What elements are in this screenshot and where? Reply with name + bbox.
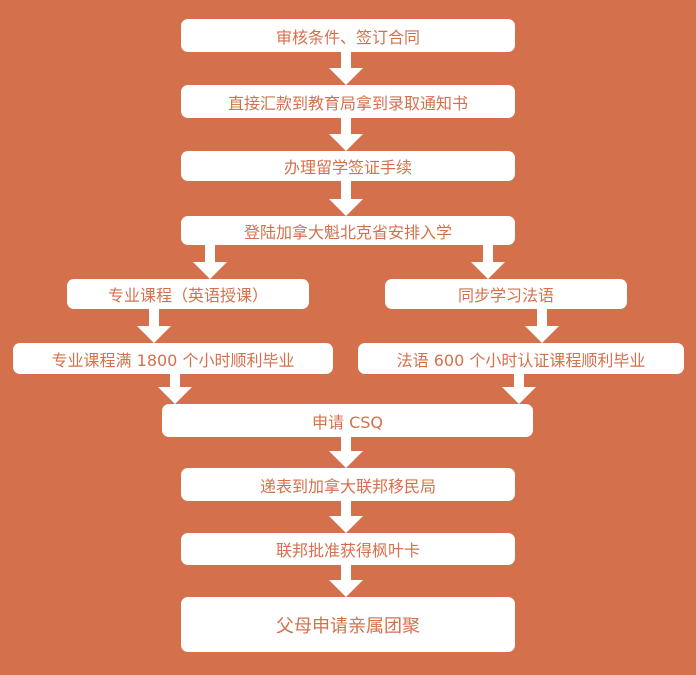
step-review: 审核条件、签订合同 — [181, 19, 515, 52]
step-visa: 办理留学签证手续 — [181, 151, 515, 181]
arrow-arrive-to-major-course — [193, 245, 227, 279]
step-remit: 直接汇款到教育局拿到录取通知书 — [181, 85, 515, 118]
step-arrive: 登陆加拿大魁北克省安排入学 — [181, 216, 515, 245]
step-major-course: 专业课程（英语授课） — [67, 279, 309, 309]
step-csq: 申请 CSQ — [162, 404, 533, 437]
arrow-submit-to-maple-card — [329, 501, 363, 533]
arrow-maple-card-to-family — [329, 565, 363, 597]
step-french-sync: 同步学习法语 — [385, 279, 627, 309]
step-family: 父母申请亲属团聚 — [181, 597, 515, 652]
step-french-graduate: 法语 600 个小时认证课程顺利毕业 — [358, 343, 684, 374]
arrow-visa-to-arrive — [329, 181, 363, 216]
arrow-arrive-to-french-sync — [471, 245, 505, 279]
step-maple-card: 联邦批准获得枫叶卡 — [181, 533, 515, 565]
step-major-graduate: 专业课程满 1800 个小时顺利毕业 — [13, 343, 333, 374]
arrow-csq-to-submit — [329, 437, 363, 468]
step-submit-federal: 递表到加拿大联邦移民局 — [181, 468, 515, 501]
arrow-major-course-to-graduate — [137, 309, 171, 343]
arrow-french-graduate-to-csq — [502, 374, 536, 404]
arrow-remit-to-visa — [329, 118, 363, 151]
arrow-review-to-remit — [329, 52, 363, 85]
arrow-french-sync-to-graduate — [525, 309, 559, 343]
arrow-major-graduate-to-csq — [158, 374, 192, 404]
